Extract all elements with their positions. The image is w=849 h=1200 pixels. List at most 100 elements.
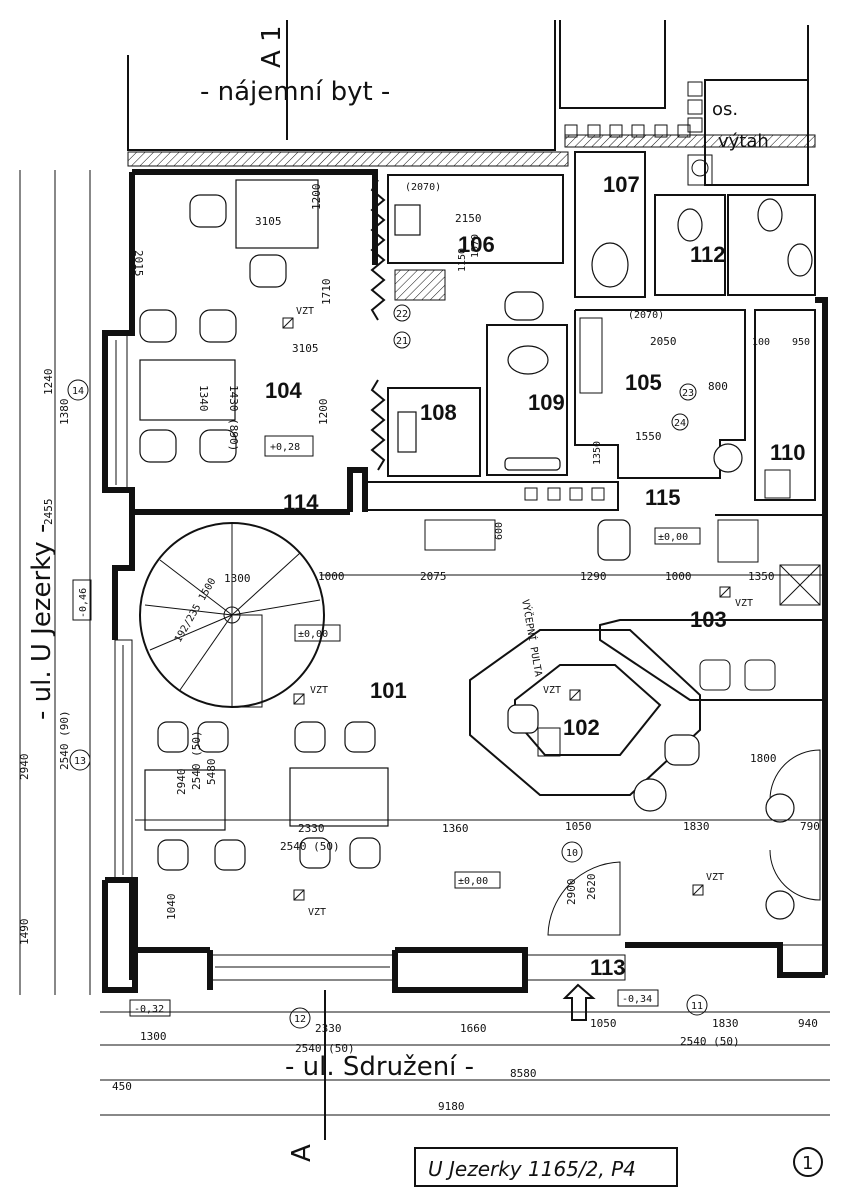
- dim-41: 1490: [18, 919, 31, 946]
- dim-6: 1200: [317, 399, 330, 426]
- section-label-top: A 1: [257, 25, 287, 68]
- marker-13: 13: [74, 756, 86, 767]
- dim-35: 450: [112, 1080, 132, 1093]
- room-107: [574, 151, 646, 298]
- dim-58: 100: [752, 337, 770, 348]
- marker-21: 21: [396, 336, 408, 347]
- marker-12: 12: [294, 1014, 306, 1025]
- dimension-lines: [19, 170, 830, 1116]
- dim-25: 1300: [140, 1030, 167, 1043]
- dim-53: 950: [792, 337, 810, 348]
- dim-36: 1240: [42, 369, 55, 396]
- dim-48: 790: [800, 820, 820, 833]
- dim-2: 2015: [132, 250, 145, 277]
- street-left: - ul. U Jezerky -: [27, 524, 57, 720]
- dim-34: 940: [798, 1017, 818, 1030]
- dim-27: 2540 (50): [295, 1042, 355, 1055]
- room-102: [469, 629, 701, 812]
- room-label-103: 103: [690, 607, 727, 632]
- level-bl: -0,32: [134, 1004, 164, 1015]
- room-108: [387, 387, 481, 477]
- dim-50: 2900: [565, 879, 578, 906]
- dim-3: 3105: [292, 342, 319, 355]
- title-frame: [414, 1147, 678, 1187]
- room-label-108: 108: [420, 400, 457, 425]
- dim-17: 1350: [748, 570, 775, 583]
- elevator: [687, 79, 809, 186]
- marker-10: 10: [566, 848, 578, 859]
- sheet-number: 1: [802, 1153, 813, 1174]
- dim-54: 1350: [592, 441, 603, 465]
- dim-11: 1550: [635, 430, 662, 443]
- dim-38: 2455: [42, 499, 55, 526]
- dim-24: 2540 (50): [280, 840, 340, 853]
- dim-37: 1380: [58, 399, 71, 426]
- dim-9: 2150: [455, 212, 482, 225]
- elevator-label-2: výtah: [718, 131, 769, 152]
- room-101: [139, 519, 631, 1021]
- room-112: [654, 194, 816, 296]
- dim-51: (2070): [405, 182, 441, 193]
- level-kitchen: ±0,00: [658, 532, 688, 543]
- dim-19: 1800: [750, 752, 777, 765]
- room-label-102: 102: [563, 715, 600, 740]
- title-text: U Jezerky 1165/2, P4: [428, 1157, 636, 1181]
- room-label-107: 107: [603, 172, 640, 197]
- dim-45: 5480: [205, 759, 218, 786]
- dim-29: 1050: [590, 1017, 617, 1030]
- level-main: ±0,00: [298, 629, 328, 640]
- dim-44: 2540 (50): [190, 730, 203, 790]
- dim-26: 2330: [315, 1022, 342, 1035]
- room-label-113: 113: [590, 955, 626, 980]
- dim-42: 1040: [165, 894, 178, 921]
- dim-40: 2540 (90): [58, 710, 71, 770]
- room-label-115: 115: [645, 485, 681, 510]
- marker-11: 11: [691, 1001, 703, 1012]
- dim-39: 2940: [18, 754, 31, 781]
- dim-56: 1970: [470, 234, 481, 258]
- room-label-105: 105: [625, 370, 662, 395]
- room-label-112: 112: [690, 242, 726, 267]
- partition-104: [370, 179, 386, 321]
- vzt-label-1: VZT: [296, 306, 314, 317]
- dim-18: 1300: [224, 572, 251, 585]
- dim-15: 1290: [580, 570, 607, 583]
- corridor: [365, 481, 619, 511]
- room-105: [574, 309, 746, 479]
- room-106: [387, 174, 564, 321]
- level-br: -0,34: [622, 994, 652, 1005]
- street-bottom: - ul. Sdružení -: [285, 1052, 474, 1082]
- stair-label: 192/235 1500: [173, 576, 219, 644]
- vent-squares-top: [564, 124, 691, 138]
- window-left: [104, 332, 133, 881]
- dim-32: 8580: [510, 1067, 537, 1080]
- dim-30: 1830: [712, 1017, 739, 1030]
- dim-52: (2070): [628, 310, 664, 321]
- dim-10: 2050: [650, 335, 677, 348]
- room-label-109: 109: [528, 390, 565, 415]
- marker-22: 22: [396, 309, 408, 320]
- room-104: [139, 179, 319, 463]
- dim-4: 1200: [310, 184, 323, 211]
- dim-21: 1050: [565, 820, 592, 833]
- bar-label: VÝČEPNÍ PULTA: [519, 598, 545, 677]
- vzt-label-6: VZT: [735, 598, 753, 609]
- vzt-label-2: VZT: [310, 685, 328, 696]
- dim-22: 1830: [683, 820, 710, 833]
- dim-12: 800: [708, 380, 728, 393]
- top-label: - nájemní byt -: [200, 77, 390, 107]
- room-label-106: 106: [458, 232, 495, 257]
- marker-circles: [67, 304, 708, 1029]
- dim-8: 1430 (890): [227, 385, 240, 451]
- room-103: [599, 514, 826, 920]
- level-104: +0,28: [270, 442, 300, 453]
- sheet-circle: [793, 1147, 823, 1177]
- window-bottom: [209, 944, 826, 981]
- level-entrance: ±0,00: [458, 876, 488, 887]
- section-label-bottom: A: [287, 1144, 317, 1162]
- dim-23: 2330: [298, 822, 325, 835]
- dim-33: 9180: [438, 1100, 465, 1113]
- room-110: [754, 309, 816, 501]
- vzt-label-4: VZT: [308, 907, 326, 918]
- room-label-104: 104: [265, 378, 302, 403]
